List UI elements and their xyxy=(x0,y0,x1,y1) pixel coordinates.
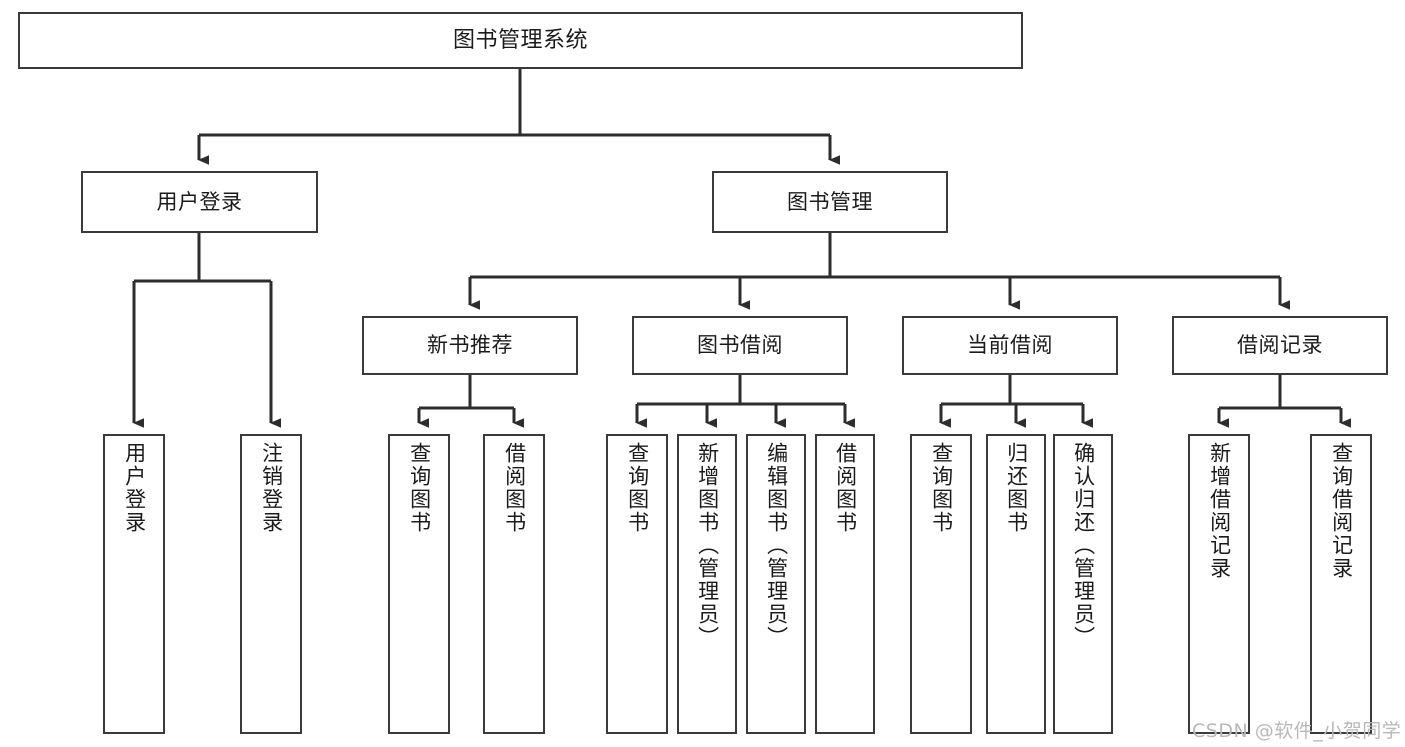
leaf-logout-login[interactable]: 注销登录 xyxy=(240,434,302,734)
leaf-return-book-label: 归还图书 xyxy=(1004,442,1029,534)
node-borrow-record-label: 借阅记录 xyxy=(1237,333,1323,358)
leaf-query-book-current[interactable]: 查询图书 xyxy=(910,434,972,734)
leaf-query-book-borrow-label: 查询图书 xyxy=(625,442,650,534)
node-book-borrow-label: 图书借阅 xyxy=(697,333,783,358)
leaf-add-borrow-record-label: 新增借阅记录 xyxy=(1207,442,1232,580)
leaf-add-borrow-record[interactable]: 新增借阅记录 xyxy=(1188,434,1250,734)
leaf-user-login-label: 用户登录 xyxy=(122,442,147,534)
leaf-borrow-book-label: 借阅图书 xyxy=(833,442,858,534)
leaf-borrow-book-recommend-label: 借阅图书 xyxy=(502,442,527,534)
node-current-borrow-label: 当前借阅 xyxy=(967,333,1053,358)
node-borrow-record[interactable]: 借阅记录 xyxy=(1172,316,1388,375)
leaf-confirm-return-admin-label: 确认归还（管理员） xyxy=(1071,442,1096,649)
leaf-query-book-current-label: 查询图书 xyxy=(929,442,954,534)
leaf-query-borrow-record[interactable]: 查询借阅记录 xyxy=(1310,434,1372,734)
leaf-edit-book-admin-label: 编辑图书（管理员） xyxy=(764,442,789,649)
node-current-borrow[interactable]: 当前借阅 xyxy=(902,316,1118,375)
leaf-add-book-admin[interactable]: 新增图书（管理员） xyxy=(677,434,737,734)
leaf-logout-login-label: 注销登录 xyxy=(259,442,284,534)
node-root-label: 图书管理系统 xyxy=(452,27,588,53)
watermark-csdn: CSDN @软件_小贺同学 xyxy=(1192,720,1402,742)
node-book-borrow[interactable]: 图书借阅 xyxy=(632,316,848,375)
node-new-book-recommend-label: 新书推荐 xyxy=(427,333,513,358)
leaf-confirm-return-admin[interactable]: 确认归还（管理员） xyxy=(1053,434,1113,734)
leaf-user-login[interactable]: 用户登录 xyxy=(103,434,165,734)
leaf-query-borrow-record-label: 查询借阅记录 xyxy=(1329,442,1354,580)
node-book-management[interactable]: 图书管理 xyxy=(712,171,948,233)
node-book-management-label: 图书管理 xyxy=(787,189,873,214)
leaf-borrow-book-recommend[interactable]: 借阅图书 xyxy=(483,434,545,734)
leaf-query-book-borrow[interactable]: 查询图书 xyxy=(606,434,668,734)
node-new-book-recommend[interactable]: 新书推荐 xyxy=(362,316,578,375)
leaf-return-book[interactable]: 归还图书 xyxy=(986,434,1046,734)
node-user-login-label: 用户登录 xyxy=(156,189,243,214)
leaf-borrow-book[interactable]: 借阅图书 xyxy=(815,434,875,734)
node-root[interactable]: 图书管理系统 xyxy=(18,12,1023,69)
node-user-login[interactable]: 用户登录 xyxy=(81,171,318,233)
leaf-edit-book-admin[interactable]: 编辑图书（管理员） xyxy=(746,434,806,734)
leaf-add-book-admin-label: 新增图书（管理员） xyxy=(695,442,720,649)
leaf-query-book-recommend[interactable]: 查询图书 xyxy=(388,434,450,734)
leaf-query-book-recommend-label: 查询图书 xyxy=(407,442,432,534)
